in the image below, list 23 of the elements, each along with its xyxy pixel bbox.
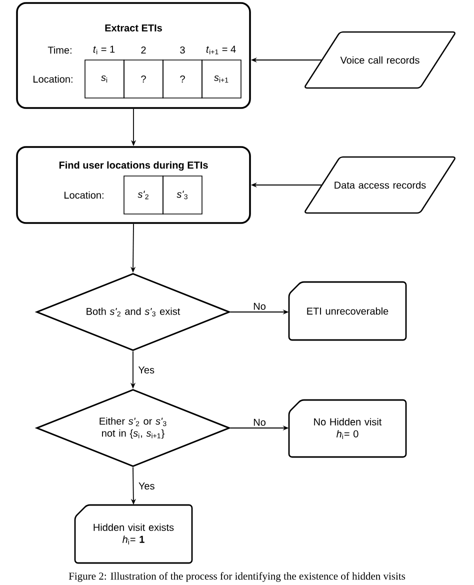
data-parallelogram: Data access records: [304, 156, 456, 214]
edge-label: No: [254, 302, 266, 310]
edge-label: No: [254, 418, 266, 426]
edge-label: Yes: [138, 366, 154, 374]
row-header: Time:: [48, 46, 72, 54]
column-header: 3: [180, 46, 185, 54]
caption: Figure 2: Illustration of the process for identifying the existence of hidden visits: [68, 572, 406, 582]
terminal-box: Hidden visit exists h$_{i}$= 1: [74, 504, 193, 564]
table-cell: ?: [124, 60, 164, 98]
terminal-box: No Hidden visit h$_{i}$= 0: [288, 399, 407, 458]
row-header: Location:: [64, 191, 104, 199]
table-cell: s'$_{3}$: [162, 176, 202, 214]
table-cell: ?: [162, 60, 202, 98]
table-cell: s$_{i+1}$: [202, 60, 242, 98]
table-cell: s'$_{2}$: [124, 176, 164, 214]
column-header: t$_{i}$ = 1: [93, 46, 115, 54]
table-cell: s$_{i}$: [84, 60, 124, 98]
row-header: Location:: [34, 75, 72, 83]
data-parallelogram: Voice call records: [304, 31, 456, 89]
column-header: t$_{i+1}$ = 4: [206, 46, 236, 54]
terminal-box: ETI unrecoverable: [288, 281, 407, 341]
column-header: 2: [141, 46, 146, 54]
edge-label: Yes: [138, 482, 154, 490]
